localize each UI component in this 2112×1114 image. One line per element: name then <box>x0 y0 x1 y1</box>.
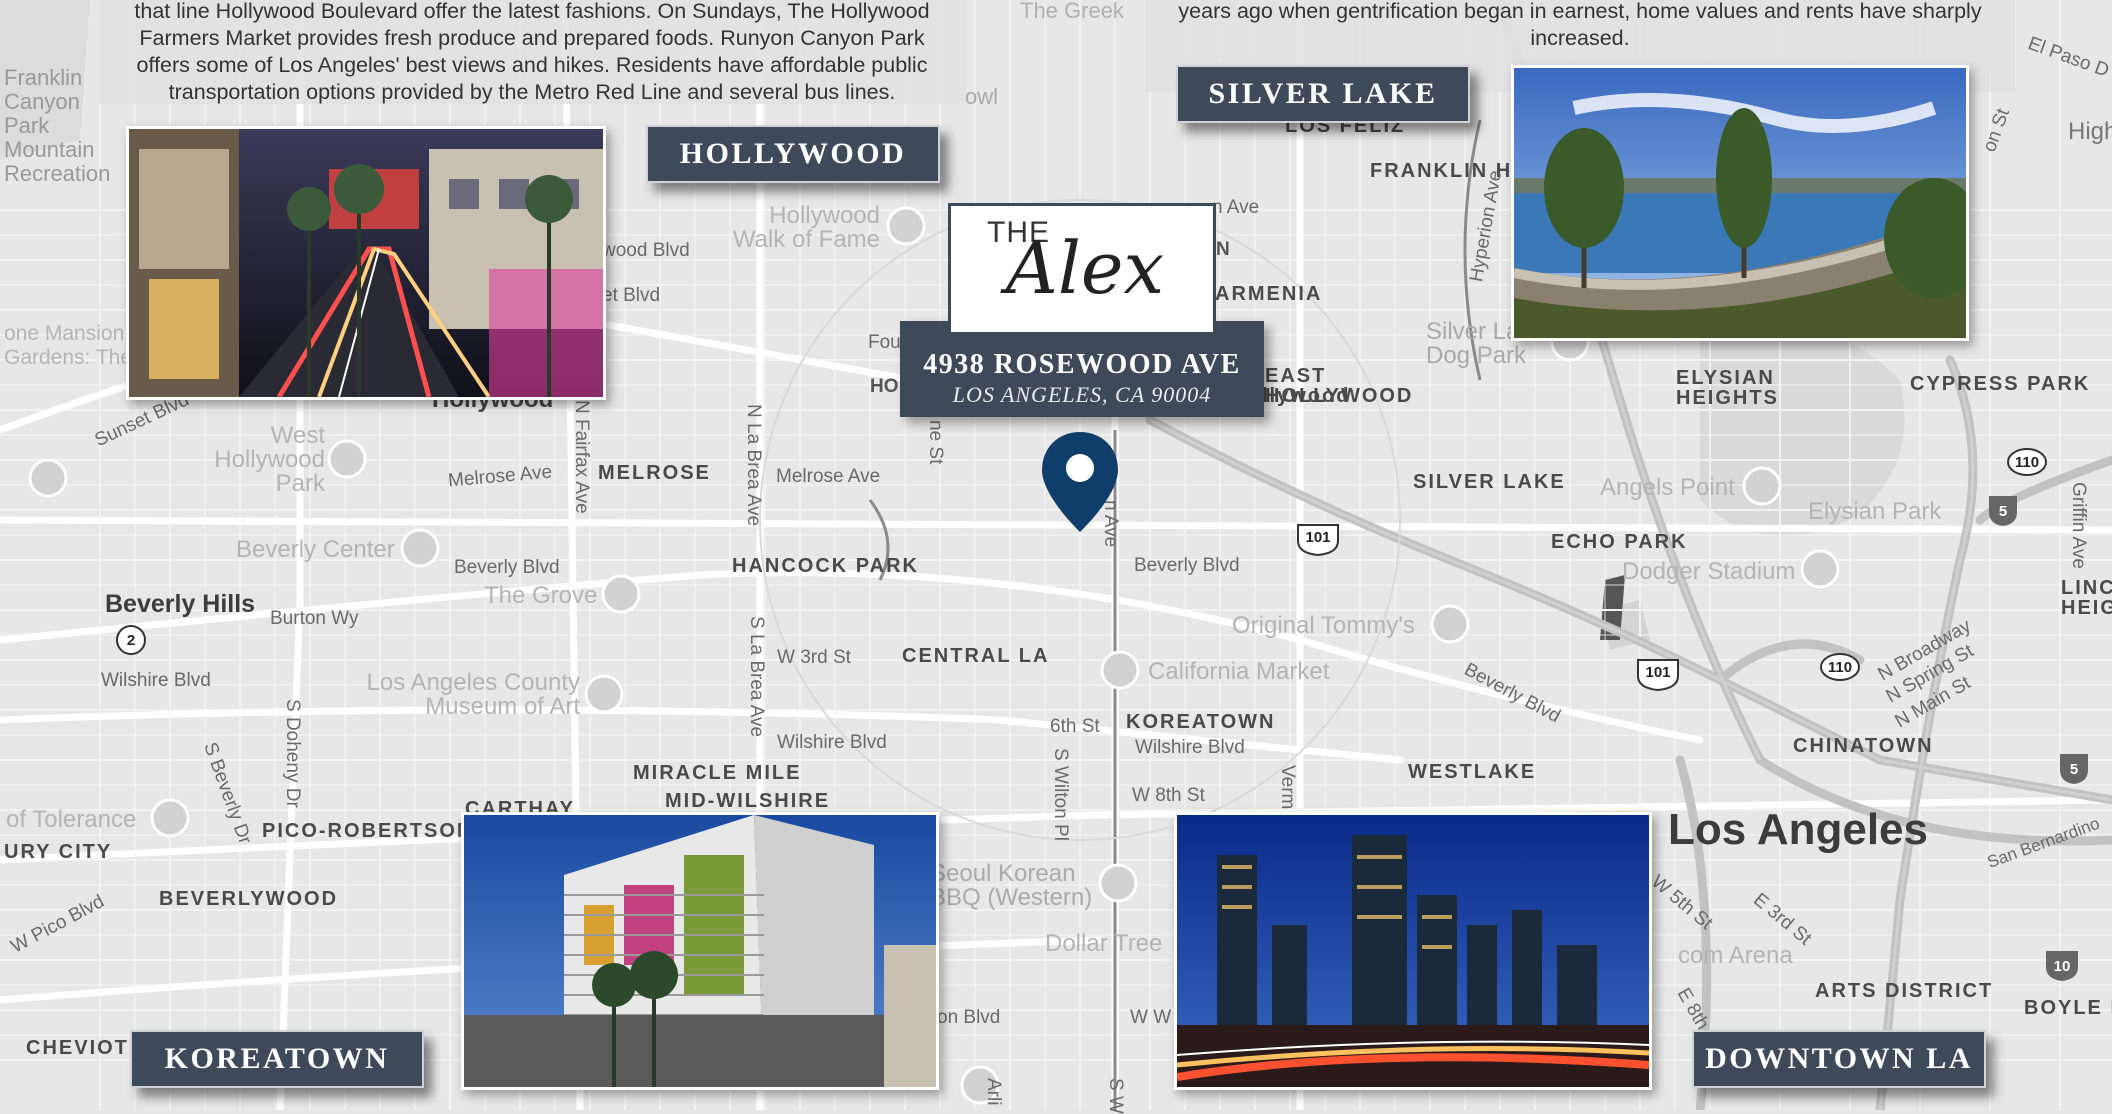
hollywood-text-line: that line Hollywood Boulevard offer the … <box>134 0 930 23</box>
address-street: 4938 ROSEWOOD AVE <box>923 349 1241 380</box>
downtown-photo <box>1174 812 1652 1090</box>
address-city: LOS ANGELES, CA 90004 <box>952 382 1212 407</box>
map-pin-icon[interactable] <box>1040 430 1120 539</box>
logo-name: Alex <box>1005 226 1165 310</box>
downtown-banner[interactable]: DOWNTOWN LA <box>1692 1030 1986 1088</box>
svg-text:10: 10 <box>2054 958 2071 975</box>
silver-lake-banner[interactable]: SILVER LAKE <box>1176 65 1470 123</box>
address-card: 4938 ROSEWOOD AVE LOS ANGELES, CA 90004 <box>900 321 1264 417</box>
koreatown-photo <box>461 812 939 1090</box>
svg-text:5: 5 <box>2070 761 2078 778</box>
svg-text:2: 2 <box>127 632 135 649</box>
svg-text:101: 101 <box>1645 664 1670 681</box>
silver-lake-photo <box>1511 65 1969 341</box>
hollywood-photo <box>126 126 606 400</box>
svg-text:110: 110 <box>2015 454 2039 471</box>
hollywood-description: that line Hollywood Boulevard offer the … <box>98 0 966 104</box>
svg-text:110: 110 <box>1828 659 1852 676</box>
silver-lake-text-line: increased. <box>1530 26 1630 50</box>
koreatown-banner[interactable]: KOREATOWN <box>130 1030 424 1088</box>
svg-text:101: 101 <box>1305 529 1330 546</box>
hollywood-text-line: Farmers Market provides fresh produce an… <box>139 26 925 50</box>
hollywood-banner[interactable]: HOLLYWOOD <box>646 125 940 183</box>
hollywood-text-line: offers some of Los Angeles' best views a… <box>136 53 928 77</box>
silver-lake-text-line: years ago when gentrification began in e… <box>1178 0 1982 23</box>
hollywood-text-line: transportation options provided by the M… <box>168 80 896 104</box>
svg-text:5: 5 <box>1999 503 2007 520</box>
property-logo: THE Alex <box>948 203 1216 335</box>
logo-the: THE <box>987 216 1050 249</box>
